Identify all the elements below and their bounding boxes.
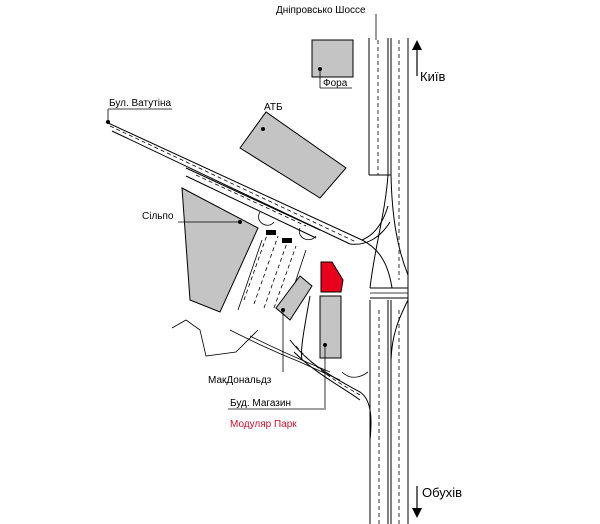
- vatutina-label: Бул. Ватутіна: [109, 98, 172, 109]
- highway: [368, 38, 409, 524]
- atb-marker: [261, 127, 265, 131]
- lower-left-outline: [171, 319, 259, 357]
- bud-magazyn-label: Буд. Магазин: [230, 398, 291, 409]
- arrow-up-icon: [412, 40, 422, 76]
- silpo-marker: [238, 220, 242, 224]
- silpo-label: Сільпо: [142, 211, 174, 222]
- obukhiv-label: Обухів: [422, 485, 462, 500]
- bud-magazyn-building: [319, 295, 342, 359]
- fora-label: Фора: [323, 78, 348, 89]
- kyiv-label: Київ: [420, 69, 445, 84]
- mcdonalds-building: [275, 275, 313, 321]
- service-road: [185, 167, 321, 241]
- vatutina-road: [105, 121, 393, 289]
- lower-roads: [289, 295, 372, 441]
- fora-building: [311, 39, 354, 78]
- dniprovske-label: Дніпровсько Шоссе: [276, 5, 366, 16]
- mcdonalds-label: МакДональдз: [208, 375, 272, 386]
- modular-park-label: Модуляр Парк: [230, 419, 297, 430]
- atb-label: АТБ: [264, 102, 283, 113]
- silpo-building: [181, 187, 259, 313]
- parking-area: [237, 230, 307, 311]
- atb-building: [239, 111, 347, 199]
- modular-park-building: [320, 261, 344, 293]
- arrow-down-icon: [412, 486, 422, 518]
